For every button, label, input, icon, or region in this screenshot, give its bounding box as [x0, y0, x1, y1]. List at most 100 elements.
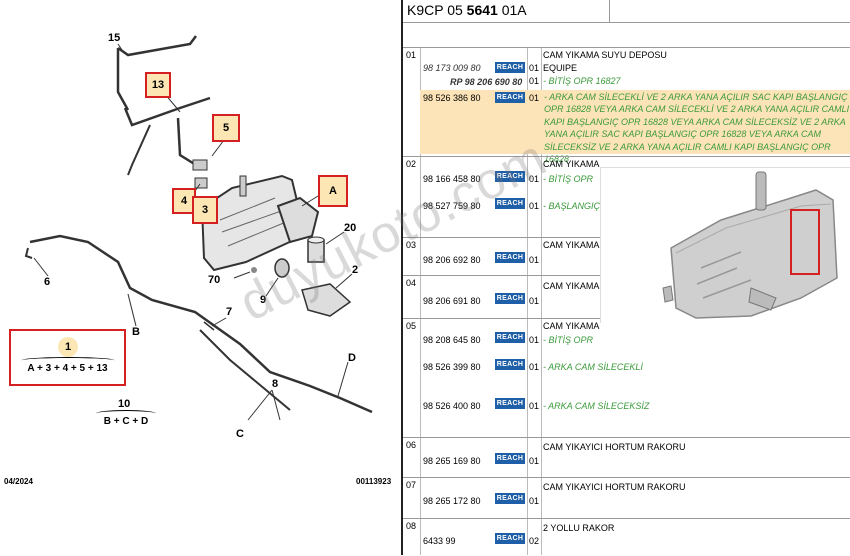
quantity: 01	[529, 335, 540, 345]
callout-a[interactable]: A	[318, 175, 348, 207]
quantity: 01	[529, 496, 540, 506]
label-d: D	[348, 352, 356, 364]
group-title: CAM YIKAMA SUYU DEPOSU	[543, 50, 667, 60]
formula-box-1[interactable]: 1 A + 3 + 4 + 5 + 13	[9, 329, 126, 386]
part-description: EQUIPE	[543, 63, 578, 73]
exploded-diagram: 15 6 B 7 2 20 70 9 D 8 C 13 5 4 3 A 1 A …	[0, 0, 401, 555]
group-number: 08	[406, 521, 417, 531]
part-number[interactable]: RP 98 206 690 80	[450, 77, 523, 87]
col-sep-2	[527, 47, 528, 555]
label-20: 20	[344, 222, 357, 234]
group-05: 05 CAM YIKAMA 98 208 645 80 REACH 01 - B…	[403, 318, 850, 438]
part-number[interactable]: 98 526 400 80	[423, 401, 481, 411]
col-sep-3	[541, 47, 542, 555]
part-number[interactable]: 98 527 759 80	[423, 201, 481, 211]
group-01: 01 CAM YIKAMA SUYU DEPOSU 98 173 009 80 …	[403, 47, 850, 157]
highlighted-row	[420, 90, 850, 154]
reach-badge: REACH	[495, 398, 525, 409]
part-number[interactable]: 98 526 399 80	[423, 362, 481, 372]
part-number[interactable]: 98 265 169 80	[423, 456, 481, 466]
reach-badge: REACH	[495, 198, 525, 209]
group-06: 06 CAM YIKAYICI HORTUM RAKORU 98 265 169…	[403, 437, 850, 478]
quantity: 01	[529, 401, 540, 411]
reach-badge: REACH	[495, 533, 525, 544]
label-6: 6	[44, 276, 51, 288]
part-description: - BİTİŞ OPR	[543, 335, 594, 345]
group-title: CAM YIKAMA	[543, 281, 600, 291]
group-title: CAM YIKAMA	[543, 159, 600, 169]
group-number: 01	[406, 50, 417, 60]
reach-badge: REACH	[495, 493, 525, 504]
label-8: 8	[272, 378, 279, 390]
label-15: 15	[108, 32, 121, 44]
reservoir-illustration	[662, 171, 838, 319]
callout-3[interactable]: 3	[192, 196, 218, 224]
formula-2-text: B + C + D	[103, 416, 149, 427]
quantity: 01	[529, 362, 540, 372]
quantity: 01	[529, 93, 540, 103]
quantity: 02	[529, 536, 540, 546]
diagram-date: 04/2024	[4, 477, 33, 486]
part-number[interactable]: 98 166 458 80	[423, 174, 481, 184]
group-02: 02 CAM YIKAMA 98 166 458 80 REACH 01 - B…	[403, 156, 850, 238]
quantity: 01	[529, 63, 540, 73]
formula-1-brace	[21, 357, 115, 364]
part-description: - BAŞLANGIÇ	[543, 201, 601, 211]
group-number: 06	[406, 440, 417, 450]
label-b: B	[132, 326, 140, 338]
reach-badge: REACH	[495, 453, 525, 464]
quantity: 01	[529, 76, 540, 86]
part-number[interactable]: 98 526 386 80	[423, 93, 481, 103]
group-title: CAM YIKAMA	[543, 321, 600, 331]
group-number: 03	[406, 240, 417, 250]
formula-2-brace	[96, 410, 156, 417]
callout-13[interactable]: 13	[145, 72, 171, 98]
part-number[interactable]: 98 206 691 80	[423, 296, 481, 306]
diagram-drawing	[24, 35, 373, 421]
part-number[interactable]: 98 206 692 80	[423, 255, 481, 265]
group-title: CAM YIKAYICI HORTUM RAKORU	[543, 482, 686, 492]
diagram-ref: 00113923	[356, 477, 392, 486]
quantity: 01	[529, 456, 540, 466]
header-separator	[609, 0, 610, 22]
reach-badge: REACH	[495, 332, 525, 343]
part-inset-image	[600, 167, 850, 323]
label-70: 70	[208, 274, 221, 286]
part-number[interactable]: 98 265 172 80	[423, 496, 481, 506]
group-title: CAM YIKAMA	[543, 240, 600, 250]
quantity: 01	[529, 296, 540, 306]
group-number: 05	[406, 321, 417, 331]
formula-1-text: A + 3 + 4 + 5 + 13	[27, 363, 108, 374]
part-number[interactable]: 98 173 009 80	[423, 63, 481, 73]
quantity: 01	[529, 255, 540, 265]
callout-5[interactable]: 5	[212, 114, 240, 142]
part-number[interactable]: 98 208 645 80	[423, 335, 481, 345]
reach-badge: REACH	[495, 252, 525, 263]
quantity: 01	[529, 174, 540, 184]
reach-badge: REACH	[495, 359, 525, 370]
group-title: CAM YIKAYICI HORTUM RAKORU	[543, 442, 686, 452]
label-7: 7	[226, 306, 233, 318]
catalog-code: K9CP 05 5641 01A	[407, 2, 527, 18]
group-08: 08 2 YOLLU RAKOR 6433 99 REACH 02	[403, 518, 850, 556]
part-description: - BİTİŞ OPR	[543, 174, 594, 184]
panel-divider	[401, 0, 403, 555]
part-description: - ARKA CAM SİLECEKSİZ	[543, 401, 650, 411]
table-header: K9CP 05 5641 01A	[403, 0, 850, 23]
group-07: 07 CAM YIKAYICI HORTUM RAKORU 98 265 172…	[403, 477, 850, 519]
group-number: 02	[406, 159, 417, 169]
part-number[interactable]: 6433 99	[423, 536, 456, 546]
reach-badge: REACH	[495, 62, 525, 73]
quantity: 01	[529, 201, 540, 211]
group-number: 04	[406, 278, 417, 288]
part-description: - BİTİŞ OPR 16827	[543, 76, 621, 86]
reach-badge: REACH	[495, 293, 525, 304]
formula-2-number: 10	[118, 398, 131, 410]
reach-badge: REACH	[495, 92, 525, 103]
col-sep-1	[420, 47, 421, 555]
group-number: 07	[406, 480, 417, 490]
label-c: C	[236, 428, 244, 440]
label-2: 2	[352, 264, 359, 276]
group-title: 2 YOLLU RAKOR	[543, 523, 615, 533]
formula-1-number: 1	[58, 337, 78, 357]
